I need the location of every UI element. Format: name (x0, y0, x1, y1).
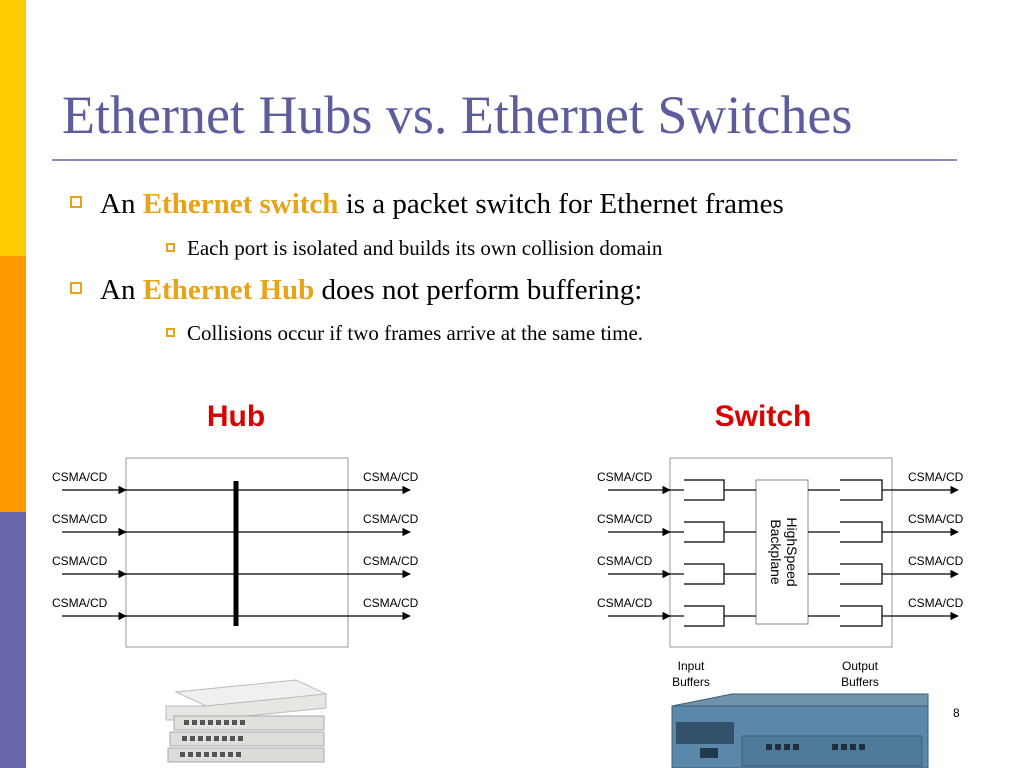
bullet-text-after: is a packet switch for Ethernet frames (338, 188, 784, 220)
sub-bullet-square-icon (166, 327, 175, 337)
bullet-text-after: does not perform buffering: (314, 274, 643, 306)
switch-right-port-label: CSMA/CD (908, 470, 964, 484)
accent-bar-orange (0, 256, 26, 512)
hub-right-port-label: CSMA/CD (363, 512, 419, 526)
bullet-highlight: Ethernet Hub (142, 274, 315, 306)
hub-right-port-label: CSMA/CD (363, 554, 419, 568)
slide-number: 8 (953, 706, 960, 720)
hub-left-port-label: CSMA/CD (52, 470, 108, 484)
switch-left-port-label: CSMA/CD (597, 470, 653, 484)
output-buffers-label-line1: Output (842, 659, 879, 673)
hub-left-port-label: CSMA/CD (52, 596, 108, 610)
switch-right-port-label: CSMA/CD (908, 554, 964, 568)
switch-port-row (608, 479, 959, 501)
output-buffers-label-line2: Buffers (841, 675, 879, 689)
bullet-square-icon (70, 282, 82, 295)
sub-bullet-text: Each port is isolated and builds its own… (187, 236, 663, 260)
hub-left-port-label: CSMA/CD (52, 554, 108, 568)
hub-left-port-label: CSMA/CD (52, 512, 108, 526)
hub-device-picture (165, 679, 328, 763)
title-underline (52, 159, 957, 161)
sub-bullet-square-icon (166, 242, 175, 252)
sub-bullet-collisions: Collisions occur if two frames arrive at… (166, 321, 643, 346)
bullet-square-icon (70, 196, 82, 209)
sub-bullet-text: Collisions occur if two frames arrive at… (187, 321, 644, 345)
slide-title: Ethernet Hubs vs. Ethernet Switches (62, 85, 853, 145)
bullet-ethernet-switch: An Ethernet switch is a packet switch fo… (70, 188, 784, 221)
bullet-text-before: An (100, 188, 143, 220)
bullet-ethernet-hub: An Ethernet Hub does not perform bufferi… (70, 274, 642, 307)
switch-right-port-label: CSMA/CD (908, 512, 964, 526)
switch-port-row (608, 605, 959, 627)
hub-title: Hub (206, 400, 266, 433)
input-buffers-label-line1: Input (678, 659, 705, 673)
switch-left-port-label: CSMA/CD (597, 596, 653, 610)
hub-right-port-label: CSMA/CD (363, 596, 419, 610)
backplane-label-line1: HighSpeed (784, 517, 800, 586)
bullet-highlight: Ethernet switch (142, 188, 339, 220)
switch-right-port-label: CSMA/CD (908, 596, 964, 610)
hub-diagram: CSMA/CD CSMA/CD CSMA/CD CSMA/CD CSMA/CD … (52, 457, 419, 648)
switch-left-port-label: CSMA/CD (597, 512, 653, 526)
switch-device-picture (671, 693, 929, 768)
switch-diagram: HighSpeed Backplane (597, 457, 964, 689)
bullet-text-before: An (100, 274, 143, 306)
backplane-box (755, 479, 809, 625)
hub-right-port-label: CSMA/CD (363, 470, 419, 484)
backplane-label-line2: Backplane (768, 519, 784, 585)
accent-bar-yellow (0, 0, 26, 256)
switch-port-row (608, 563, 959, 585)
switch-port-row (608, 521, 959, 543)
switch-left-port-label: CSMA/CD (597, 554, 653, 568)
switch-title: Switch (714, 400, 812, 433)
accent-bar-purple (0, 512, 26, 768)
sub-bullet-port-isolated: Each port is isolated and builds its own… (166, 236, 662, 261)
input-buffers-label-line2: Buffers (672, 675, 710, 689)
